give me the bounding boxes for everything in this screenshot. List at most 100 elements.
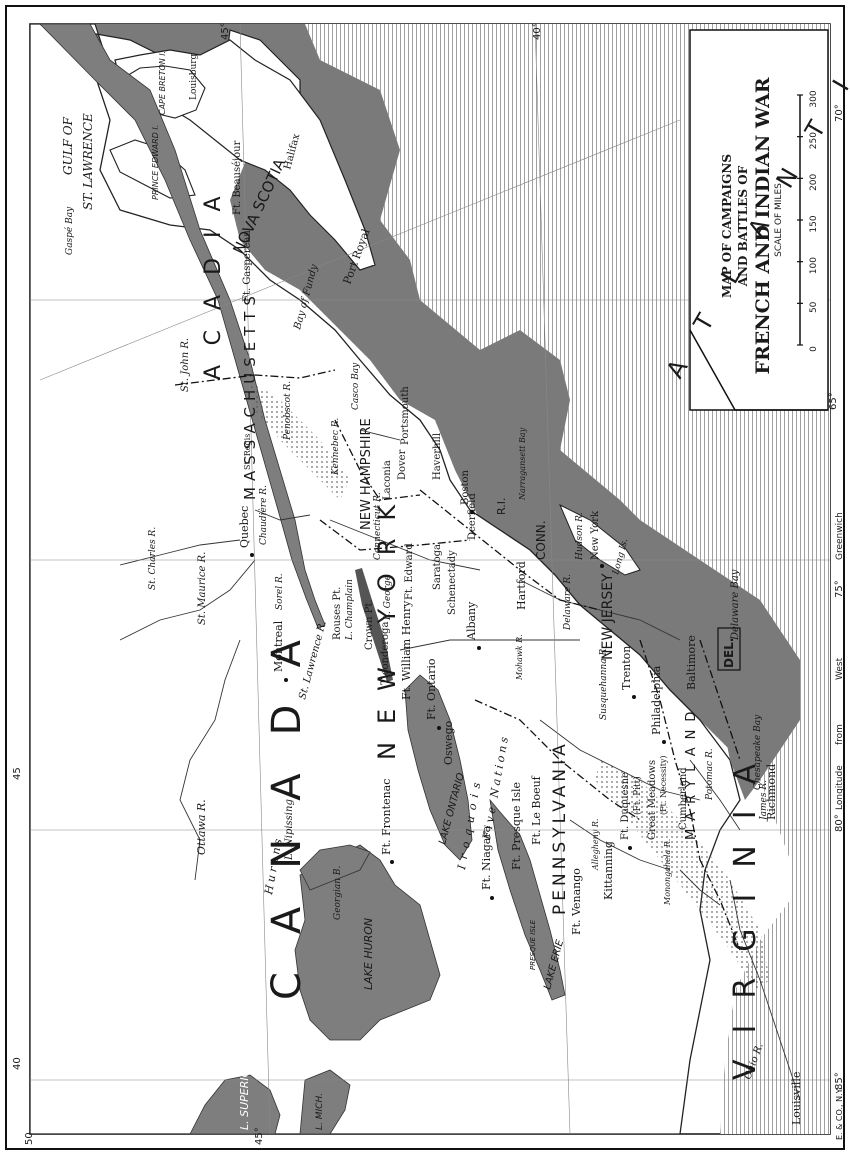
lon-bottom-80: 80° (834, 814, 845, 832)
graticule-line (534, 23, 571, 1135)
susquehanna-river-line (539, 719, 701, 801)
lat-top-1: 45° (220, 22, 231, 40)
lon-bottom-75: 75° (834, 580, 845, 598)
lon-bottom-85: 85° (834, 1072, 845, 1090)
settlement-marker (490, 896, 494, 900)
settlement-marker (662, 740, 666, 744)
lat-left-2: 45° (254, 1127, 265, 1145)
place-rouses-pt: Rouses Pt. (332, 587, 343, 640)
long-island (559, 503, 641, 576)
settlement-markers (250, 510, 666, 900)
settlement-marker (284, 678, 288, 682)
place-cumberland: Cumberland (678, 767, 689, 830)
label-hudson-river: Hudson R. (575, 512, 585, 561)
lat-top-2: 40° (532, 22, 543, 40)
label-prince-edward: PRINCE EDWARD I. (151, 125, 160, 200)
scale-tick-label: 200 (809, 173, 819, 190)
graticule-line (39, 119, 681, 381)
label-ottawa-river: Ottawa R. (195, 799, 208, 855)
place-louisville: Louisville (790, 1072, 803, 1125)
label-new-jersey: NEW JERSEY (600, 573, 616, 660)
graticule-labels: 45° 40° 50 45° 45 40 65° 70° 75° 80° 85°… (12, 22, 845, 1145)
place-ft-frontenac: Ft. Frontenac (380, 779, 393, 855)
place-ft-edward: Ft. Edward (404, 543, 415, 600)
label-st-charles-river: St. Charles R. (148, 527, 158, 590)
label-new-york: NEW YORK (373, 487, 401, 760)
hudson-river-line (399, 639, 580, 651)
label-connecticut: CONN. (534, 520, 548, 560)
place-trenton: Trenton (620, 646, 633, 690)
label-lake-michigan: L. MICH. (315, 1093, 325, 1130)
lat-right-1: 45 (12, 767, 23, 780)
label-allegheny-river: Allegheny R. (591, 819, 600, 871)
place-quebec: Quebec (238, 506, 251, 548)
label-chesapeake-bay: Chesapeake Bay (753, 714, 763, 790)
place-ft-necessity: (Ft. Necessity) (659, 755, 668, 815)
settlement-marker (390, 860, 394, 864)
boundaries (174, 369, 741, 951)
label-st-john-river: St. John R. (180, 338, 191, 392)
settlement-marker (437, 726, 441, 730)
label-massachusetts: MASSACHUSETTS (241, 290, 259, 500)
label-delaware-river: Delaware R. (563, 574, 573, 631)
place-ft-william-henry: Ft. William Henry (400, 600, 413, 700)
map-title-line-1: MAP OF CAMPAIGNS (720, 154, 734, 298)
label-james-river: James R. (759, 780, 769, 822)
place-ft-le-boeuf: Ft. Le Boeuf (530, 775, 543, 845)
label-presque-isle: PRESQUE ISLE (529, 919, 537, 970)
longitude-word-greenwich: Greenwich (835, 512, 845, 560)
label-lake-huron: LAKE HURON (362, 918, 375, 990)
label-cape-breton: CAPE BRETON I. (158, 51, 167, 115)
place-ft-niagara: Ft. Niagara (480, 825, 493, 890)
chaudiere-river-line (254, 509, 311, 521)
potomac-river-line (689, 759, 741, 831)
place-montreal: Montreal (272, 620, 285, 672)
label-virginia: VIRGINIA (728, 738, 763, 1080)
scale-tick-label: 300 (809, 90, 819, 107)
label-chaudiere-river: Chaudière R. (258, 485, 269, 545)
label-monongahela-river: Monongahela R. (663, 839, 672, 906)
place-louisburg: Louisburg (189, 53, 199, 100)
longitude-word-from: from (835, 724, 845, 745)
label-canada: CANADA (264, 602, 310, 1000)
lon-side-1: 65° (828, 392, 839, 410)
place-ft-gaspereau: Ft. Gaspereau (242, 230, 253, 302)
acadia-boundary (174, 369, 336, 386)
graticule-line (239, 23, 271, 1135)
place-ft-ontario: Ft. Ontario (425, 658, 438, 720)
label-penobscot-river: Penobscot R. (283, 381, 293, 441)
place-richmond: Richmond (765, 764, 778, 820)
place-st-regis: St. Regis (243, 434, 252, 470)
connecticut-river-line (329, 519, 481, 571)
longitude-word: Longitude (835, 765, 845, 810)
ohio-river-line (729, 879, 801, 1101)
place-laconia: Laconia (382, 460, 393, 500)
map-title-line-2: AND BATTLES OF (736, 165, 750, 287)
pennsylvania-south-boundary (639, 639, 701, 861)
monongahela-river-line (679, 869, 721, 906)
place-ft-presque-isle: Ft. Presque Isle (510, 782, 523, 870)
label-lake-superior: L. SUPERIOR (238, 1061, 251, 1130)
label-casco-bay: Casco Bay (351, 362, 361, 410)
place-schenectady: Schenectady (447, 550, 458, 615)
label-narragansett-bay: Narragansett Bay (518, 427, 527, 501)
label-georgian-bay: Georgian B. (333, 865, 343, 920)
scale-tick-label: 50 (809, 301, 819, 313)
label-st-maurice-river: St. Maurice R. (197, 552, 208, 625)
maryland-boundary (699, 639, 741, 761)
new-hampshire-boundary (319, 519, 471, 551)
settlement-marker (470, 510, 474, 514)
lon-side-2: 70° (834, 104, 845, 122)
longitude-word-west: West (835, 657, 845, 680)
georgian-bay-water (299, 844, 371, 891)
place-boston: Boston (460, 469, 471, 505)
massachusetts-north-boundary (334, 419, 421, 501)
settlement-marker (250, 553, 254, 557)
settlement-marker (600, 564, 604, 568)
label-lake-george: L. George (383, 575, 393, 621)
label-delaware: DEL. (722, 638, 736, 668)
label-gulf-of: GULF OF (61, 116, 75, 175)
